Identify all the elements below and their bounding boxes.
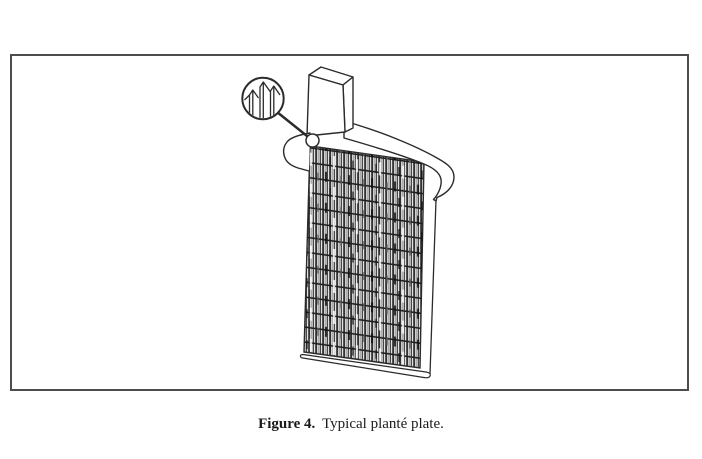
detail-spot-circle xyxy=(305,133,320,148)
plate-bottom-edge xyxy=(299,353,431,379)
magnified-groove-detail xyxy=(241,76,285,121)
terminal-lug xyxy=(306,66,354,137)
figure-caption: Figure 4. Typical planté plate. xyxy=(0,413,702,435)
plate-right-edge xyxy=(429,199,437,375)
top-flange xyxy=(343,120,455,202)
lug-front-face xyxy=(306,74,346,137)
figure-caption-label: Figure 4. xyxy=(258,416,316,432)
left-flange xyxy=(282,132,311,172)
figure-caption-text: Typical planté plate. xyxy=(322,416,444,432)
grooved-plate-face xyxy=(303,145,425,369)
leader-line xyxy=(275,110,309,138)
groove-fins-icon xyxy=(244,81,281,119)
